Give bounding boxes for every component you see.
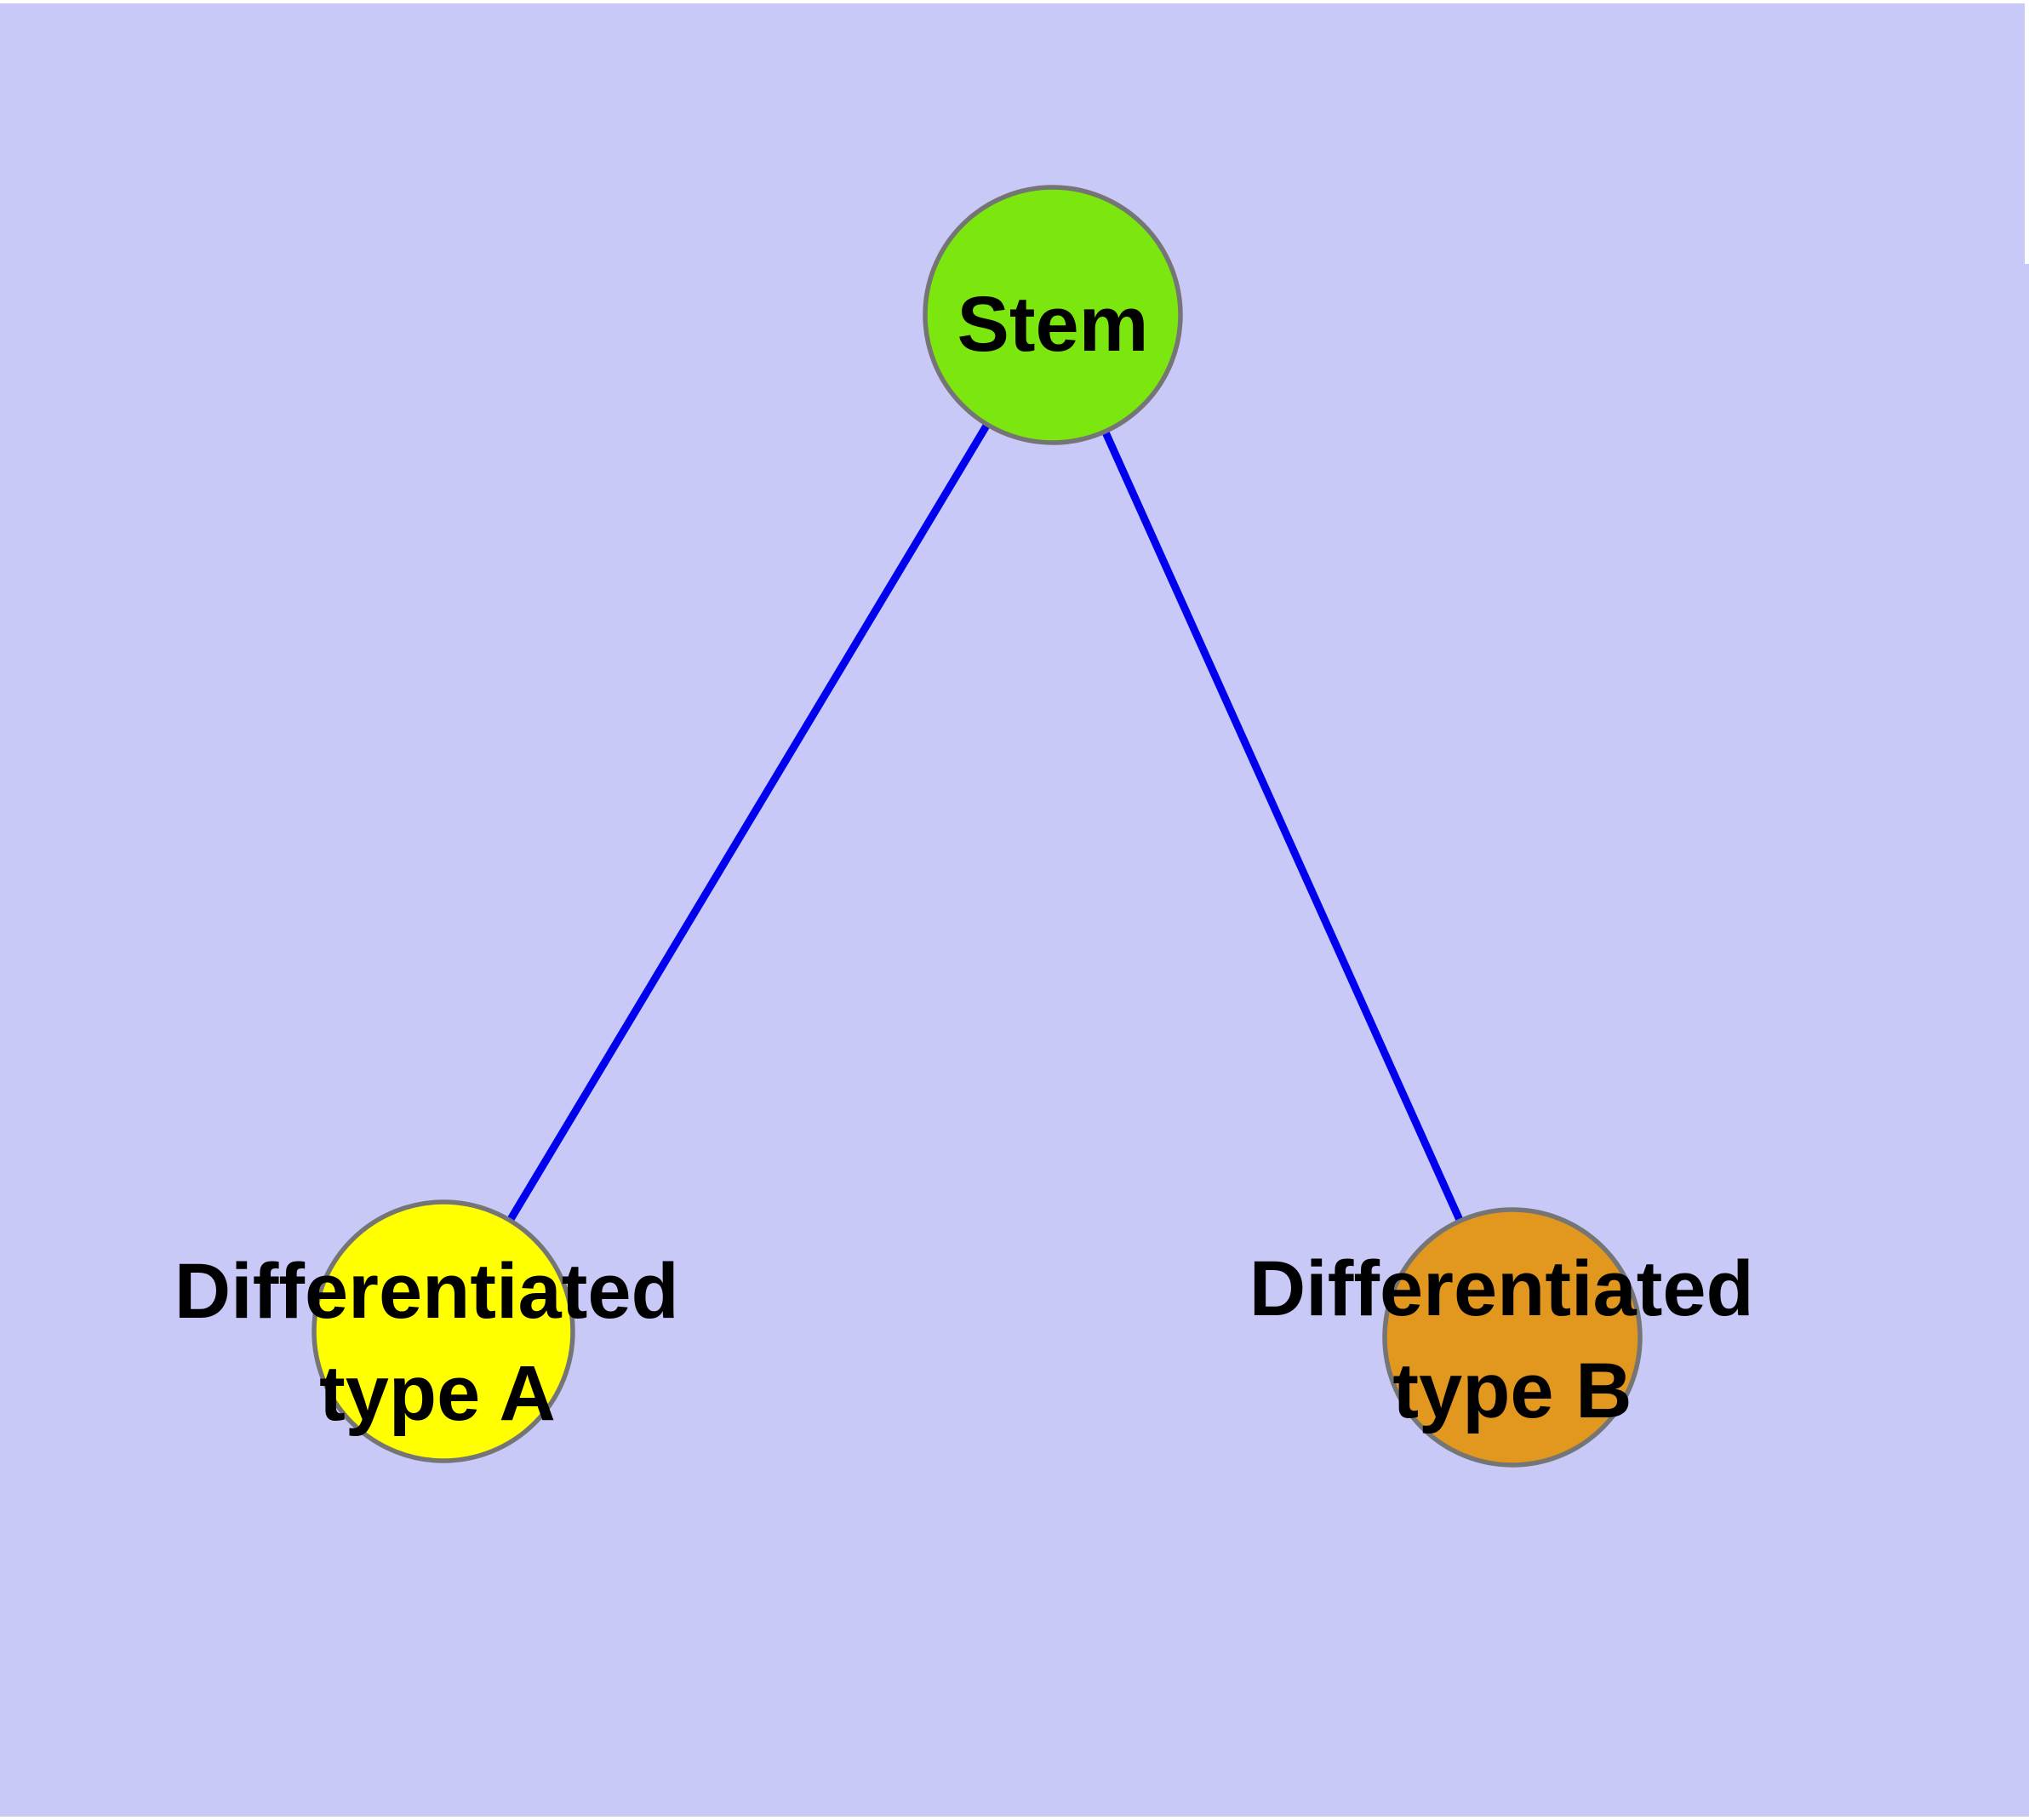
edge-stem-to-type-b — [1049, 313, 1517, 1339]
node-type-a-label-line2: type A — [319, 1350, 556, 1437]
edge-stem-to-type-a — [440, 312, 1056, 1334]
node-type-b-label-line2: type B — [1392, 1348, 1632, 1434]
node-stem-label: Stem — [957, 281, 1149, 368]
node-type-a-label-line1: Differentiated — [174, 1248, 679, 1335]
node-type-b-label: Differentiated type B — [1249, 1245, 1776, 1434]
node-differentiated-type-a[interactable] — [311, 1199, 575, 1463]
window-edge-right — [2025, 0, 2029, 264]
node-differentiated-type-b[interactable] — [1382, 1207, 1643, 1468]
window-edge-bottom — [0, 1817, 2029, 1820]
node-type-b-label-line1: Differentiated — [1249, 1245, 1754, 1332]
node-stem[interactable] — [923, 185, 1183, 445]
node-type-a-label: Differentiated type A — [174, 1248, 701, 1437]
window-edge-top — [0, 0, 2029, 3]
